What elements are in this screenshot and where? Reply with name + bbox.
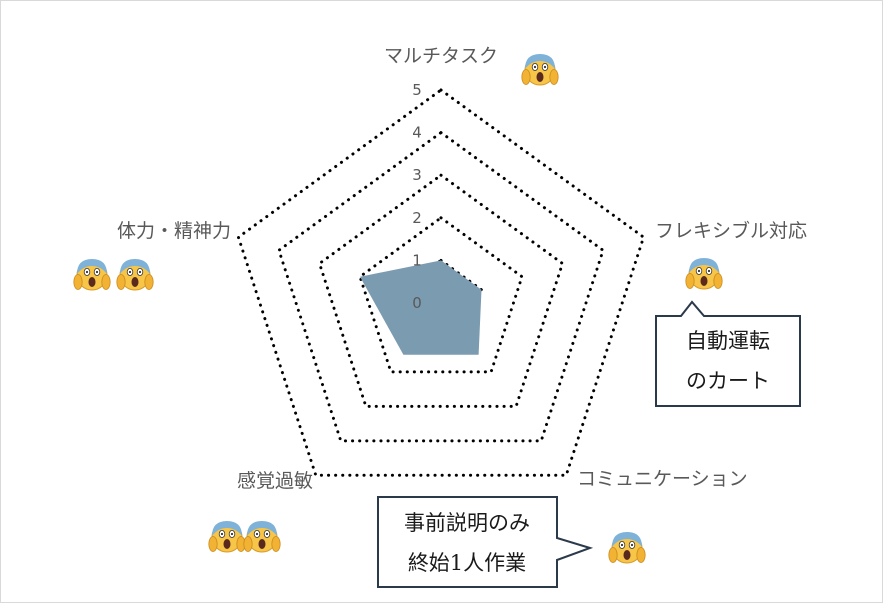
callout-line: 事前説明のみ — [404, 511, 530, 535]
tick-label: 5 — [412, 81, 422, 99]
series-polygon — [360, 260, 482, 355]
tick-label: 4 — [412, 124, 422, 142]
screaming-face-icon — [73, 259, 111, 291]
axis-label: フレキシブル対応 — [655, 219, 807, 242]
axis-label: 体力・精神力 — [117, 220, 231, 242]
screaming-face-icon — [116, 259, 154, 291]
axis-label: マルチタスク — [384, 45, 498, 67]
screaming-face-icon — [208, 521, 246, 553]
callout-line: 自動運転 — [686, 329, 770, 353]
grid-ring-3 — [317, 173, 565, 408]
axis-label: 感覚過敏 — [237, 470, 313, 492]
tick-label: 0 — [412, 294, 422, 312]
tick-label: 3 — [412, 166, 422, 184]
callout-line: 終始1人作業 — [408, 551, 526, 575]
screaming-face-icon — [521, 54, 559, 86]
screaming-face-icon — [608, 532, 646, 564]
tick-label: 1 — [412, 251, 422, 269]
grid-ring-5 — [236, 88, 646, 477]
callout-line: のカート — [686, 369, 770, 393]
tick-label: 2 — [412, 209, 422, 227]
screaming-face-icon — [685, 258, 723, 290]
axis-label: コミュニケーション — [577, 468, 748, 490]
screaming-face-icon — [243, 521, 281, 553]
